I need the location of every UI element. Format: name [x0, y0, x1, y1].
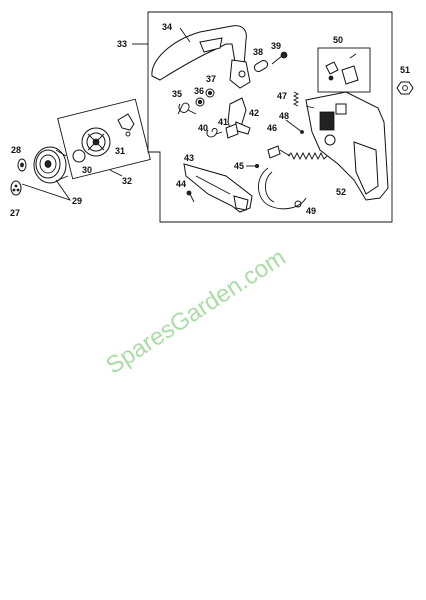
- bushing-part: [195, 97, 205, 107]
- pin-part-48: [285, 119, 304, 134]
- torsion-spring-part: [177, 102, 197, 115]
- brake-band-part: [258, 167, 307, 210]
- band-link-part: [267, 145, 291, 159]
- callout-41: 41: [218, 117, 228, 127]
- callout-34: 34: [162, 22, 172, 32]
- brake-handle-part: [151, 25, 251, 89]
- callout-40: 40: [198, 123, 208, 133]
- callout-48: 48: [279, 111, 289, 121]
- screw-part: [271, 51, 288, 65]
- callout-44: 44: [176, 179, 186, 189]
- callout-37: 37: [206, 74, 216, 84]
- screw-part-44: [186, 190, 195, 203]
- callout-30: 30: [82, 165, 92, 175]
- pin-part: [253, 60, 269, 72]
- screw-part-45: [246, 163, 259, 168]
- callout-50: 50: [333, 35, 343, 45]
- watermark: SparesGarden.com: [101, 244, 290, 380]
- nut-part: [396, 81, 414, 95]
- callout-45: 45: [234, 161, 244, 171]
- spring-part-40: [206, 127, 223, 138]
- kit-part: [317, 47, 371, 93]
- leader-29: [21, 179, 72, 201]
- callout-47: 47: [277, 91, 287, 101]
- long-spring-part: [287, 151, 328, 161]
- callout-28: 28: [11, 145, 21, 155]
- callout-38: 38: [253, 47, 263, 57]
- callout-42: 42: [249, 108, 259, 118]
- clutch-assembly-part: [57, 98, 151, 180]
- needle-bearing-part: [10, 180, 22, 196]
- guide-plate-part: [183, 163, 253, 213]
- callout-43: 43: [184, 153, 194, 163]
- clutch-cover-part: [305, 91, 389, 201]
- callout-36: 36: [194, 86, 204, 96]
- callout-51: 51: [400, 65, 410, 75]
- callout-46: 46: [267, 123, 277, 133]
- callout-39: 39: [271, 41, 281, 51]
- callout-49: 49: [306, 206, 316, 216]
- callout-27: 27: [10, 208, 20, 218]
- washer-part-28: [17, 158, 27, 172]
- callout-33: 33: [117, 39, 127, 49]
- callout-31: 31: [115, 146, 125, 156]
- callout-52: 52: [336, 187, 346, 197]
- callout-29: 29: [72, 196, 82, 206]
- washer-part: [205, 88, 215, 98]
- spring-part-47: [292, 91, 300, 107]
- callout-35: 35: [172, 89, 182, 99]
- callout-32: 32: [122, 176, 132, 186]
- leader-32: [109, 169, 123, 177]
- clutch-drum-part: [33, 146, 69, 184]
- link-part-41: [225, 123, 239, 139]
- assembly-frame: [147, 11, 393, 223]
